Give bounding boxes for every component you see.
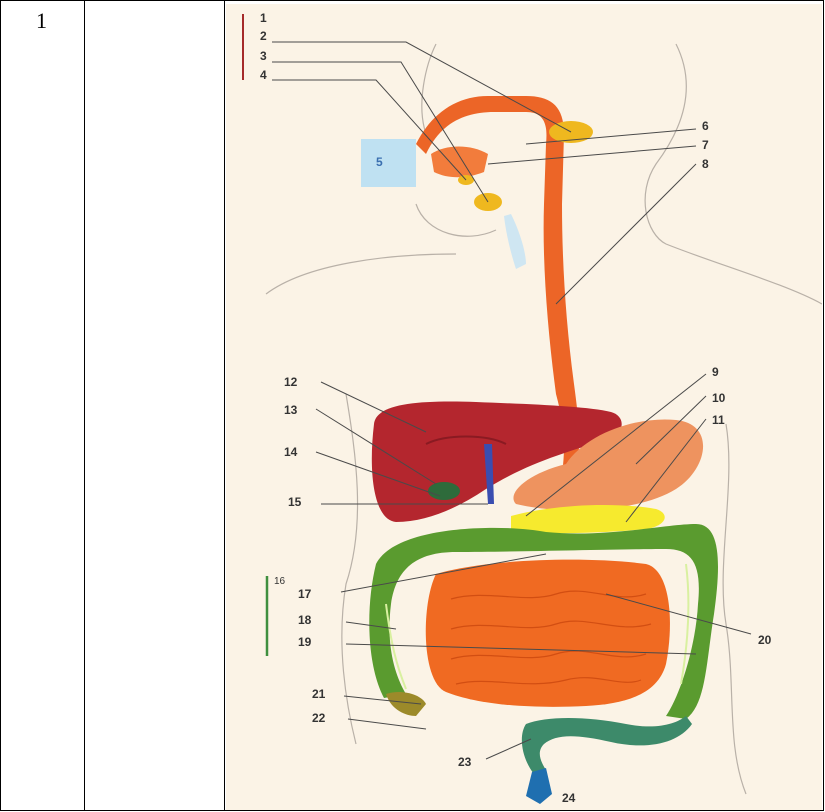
label-22: 22 (312, 711, 326, 725)
label-23: 23 (458, 755, 472, 769)
label-10: 10 (712, 391, 726, 405)
label-5: 5 (376, 155, 383, 169)
column-divider-right (224, 0, 225, 811)
label-16: 16 (274, 576, 286, 587)
label-19: 19 (298, 635, 312, 649)
label-13: 13 (284, 403, 298, 417)
nasal-cavity (361, 139, 416, 187)
label-17: 17 (298, 587, 312, 601)
label-1: 1 (260, 11, 267, 25)
row-number: 1 (36, 8, 47, 34)
label-11: 11 (712, 413, 725, 427)
label-20: 20 (758, 633, 772, 647)
label-7: 7 (702, 138, 709, 152)
label-2: 2 (260, 29, 267, 43)
label-12: 12 (284, 375, 298, 389)
gallbladder (428, 482, 460, 500)
label-8: 8 (702, 157, 709, 171)
label-3: 3 (260, 49, 267, 63)
label-14: 14 (284, 445, 298, 459)
small-intestine (426, 560, 670, 707)
label-15: 15 (288, 495, 302, 509)
label-9: 9 (712, 365, 719, 379)
label-18: 18 (298, 613, 312, 627)
label-21: 21 (312, 687, 326, 701)
label-6: 6 (702, 119, 709, 133)
column-divider-left (84, 0, 85, 811)
label-4: 4 (260, 68, 267, 82)
digestive-system-diagram: 1 2 3 4 5 6 7 8 9 10 11 12 13 14 15 16 1… (226, 4, 822, 810)
label-24: 24 (562, 791, 576, 805)
